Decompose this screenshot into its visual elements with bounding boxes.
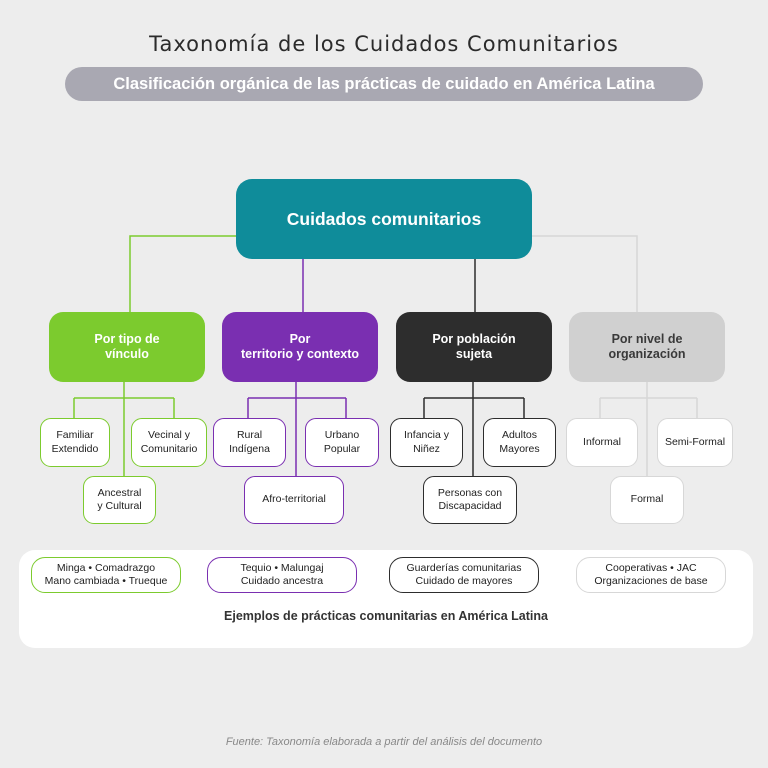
category-label: Por bbox=[289, 332, 311, 346]
leaf-label: Mayores bbox=[499, 442, 540, 455]
leaf-label: Afro-territorial bbox=[262, 493, 326, 506]
leaf-label: Extendido bbox=[51, 442, 99, 455]
leaf-afro-territorial: Afro-territorial bbox=[244, 476, 344, 524]
category-label: vínculo bbox=[105, 347, 149, 361]
leaf-label: Semi-Formal bbox=[664, 435, 726, 448]
example-text: Cooperativas • JAC bbox=[605, 562, 697, 575]
connector-organizacion-leaves bbox=[599, 382, 698, 476]
page-title: Taxonomía de los Cuidados Comunitarios bbox=[149, 32, 619, 56]
category-label: Por tipo de bbox=[94, 332, 160, 346]
example-text: Tequio • Malungaj bbox=[240, 562, 324, 575]
example-text: Minga • Comadrazgo bbox=[56, 562, 156, 575]
page-subtitle: Clasificación orgánica de las prácticas … bbox=[65, 67, 703, 101]
connector-vinculo-leaves bbox=[73, 382, 175, 476]
example-text: Cuidado de mayores bbox=[415, 575, 513, 587]
connector-root-organizacion bbox=[532, 235, 638, 312]
leaf-label: Adultos bbox=[501, 429, 537, 442]
leaf-semi-formal: Semi-Formal bbox=[657, 418, 733, 467]
leaf-label: Ancestral bbox=[97, 486, 142, 499]
example-text: Guarderías comunitarias bbox=[406, 562, 522, 575]
leaf-label: Formal bbox=[630, 493, 664, 506]
leaf-label: Niñez bbox=[413, 442, 440, 455]
leaf-label: Vecinal y bbox=[147, 429, 190, 442]
example-text: Mano cambiada • Trueque bbox=[44, 575, 168, 587]
category-label: Por población bbox=[432, 332, 516, 346]
leaf-label: Discapacidad bbox=[438, 500, 502, 512]
leaf-label: Infancia y bbox=[404, 429, 449, 442]
examples-caption: Ejemplos de prácticas comunitarias en Am… bbox=[224, 609, 548, 623]
leaf-label: Rural bbox=[236, 429, 263, 442]
leaf-label: Familiar bbox=[56, 429, 94, 442]
connector-root-vinculo bbox=[129, 235, 236, 312]
category-label: Por nivel de bbox=[611, 332, 683, 346]
example-text: Organizaciones de base bbox=[594, 575, 708, 587]
leaf-label: Urbano bbox=[324, 429, 360, 442]
source-note: Fuente: Taxonomía elaborada a partir del… bbox=[225, 736, 543, 748]
leaf-label: Popular bbox=[323, 442, 361, 455]
connector-territorio-leaves bbox=[247, 382, 347, 476]
example-text: Cuidado ancestra bbox=[240, 575, 324, 587]
category-label: sujeta bbox=[455, 347, 493, 361]
leaf-label: y Cultural bbox=[97, 500, 142, 512]
category-label: organización bbox=[608, 347, 686, 361]
root-node: Cuidados comunitarios bbox=[236, 179, 532, 259]
leaf-label: Informal bbox=[583, 435, 621, 448]
leaf-label: Comunitario bbox=[140, 442, 198, 455]
category-label: territorio y contexto bbox=[240, 347, 360, 361]
leaf-informal: Informal bbox=[566, 418, 638, 467]
connector-poblacion-leaves bbox=[423, 382, 525, 476]
leaf-label: Personas con bbox=[437, 486, 503, 499]
leaf-formal: Formal bbox=[610, 476, 684, 524]
leaf-label: Indígena bbox=[229, 442, 270, 455]
